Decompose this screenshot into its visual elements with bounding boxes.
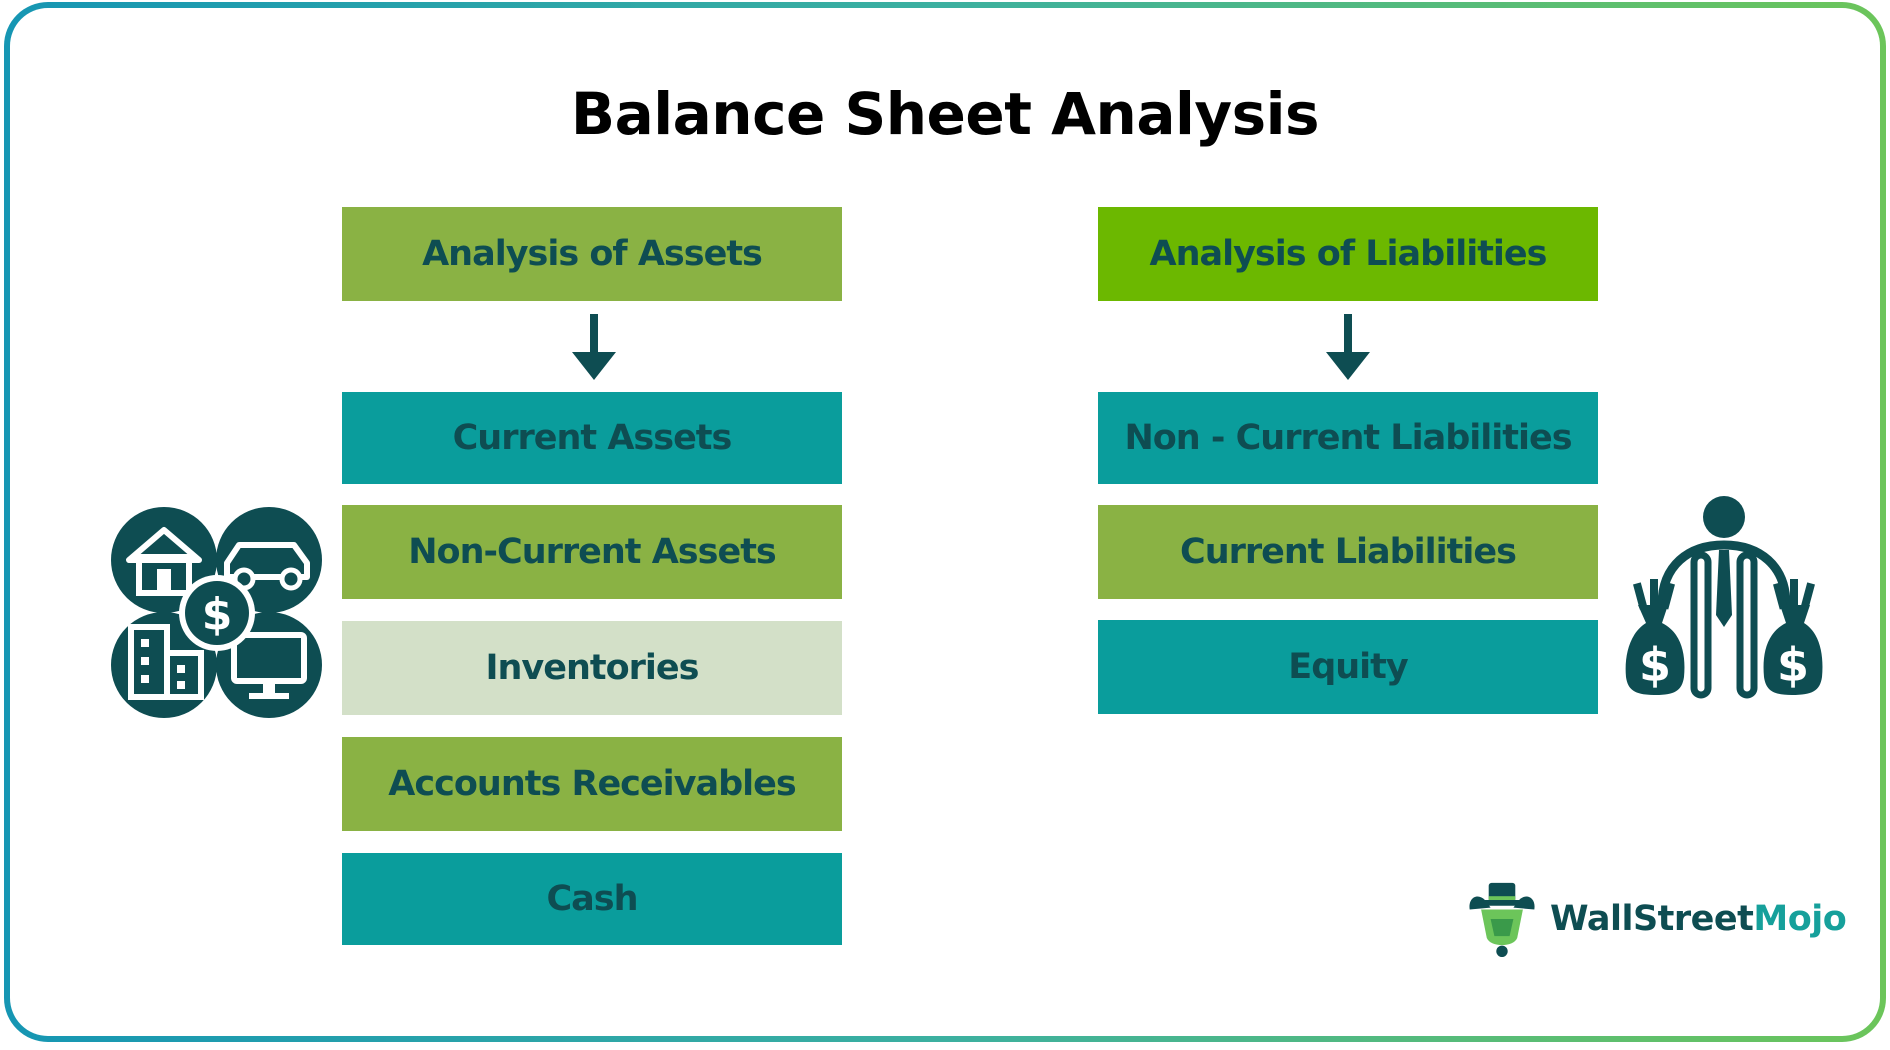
current-liabilities-box: Current Liabilities — [1098, 505, 1598, 599]
logo-wordmark: WallStreetMojo — [1550, 899, 1847, 939]
equity-box: Equity — [1098, 620, 1598, 714]
inventories-box: Inventories — [342, 621, 842, 715]
arrow-down-icon — [1326, 314, 1370, 380]
money-bag-icon: $ — [1625, 579, 1685, 695]
dollar-coin-icon: $ — [179, 575, 255, 651]
current-assets-box: Current Assets — [342, 392, 842, 484]
svg-text:$: $ — [1639, 638, 1671, 692]
accounts-receivables-box: Accounts Receivables — [342, 737, 842, 831]
non-current-liabilities-box: Non - Current Liabilities — [1098, 392, 1598, 484]
logo-text-part1: WallStreet — [1550, 899, 1754, 939]
page-frame: Balance Sheet Analysis Analysis of Asset… — [4, 2, 1886, 1042]
money-bag-icon: $ — [1763, 579, 1823, 695]
svg-text:$: $ — [202, 589, 233, 640]
assets-header-box: Analysis of Assets — [342, 207, 842, 301]
non-current-assets-box: Non-Current Assets — [342, 505, 842, 599]
assets-icon-cluster: $ — [111, 507, 322, 718]
wallstreetmojo-logo: WallStreetMojo — [1464, 881, 1847, 957]
page-title: Balance Sheet Analysis — [570, 80, 1320, 148]
bull-mascot-icon — [1469, 882, 1535, 957]
canvas: Balance Sheet Analysis Analysis of Asset… — [10, 8, 1880, 1036]
svg-text:$: $ — [1777, 638, 1809, 692]
logo-text-part2: Mojo — [1753, 899, 1847, 939]
cash-box: Cash — [342, 853, 842, 945]
liabilities-header-box: Analysis of Liabilities — [1098, 207, 1598, 301]
businessman-icon: $ $ — [1625, 496, 1823, 699]
arrow-down-icon — [572, 314, 616, 380]
